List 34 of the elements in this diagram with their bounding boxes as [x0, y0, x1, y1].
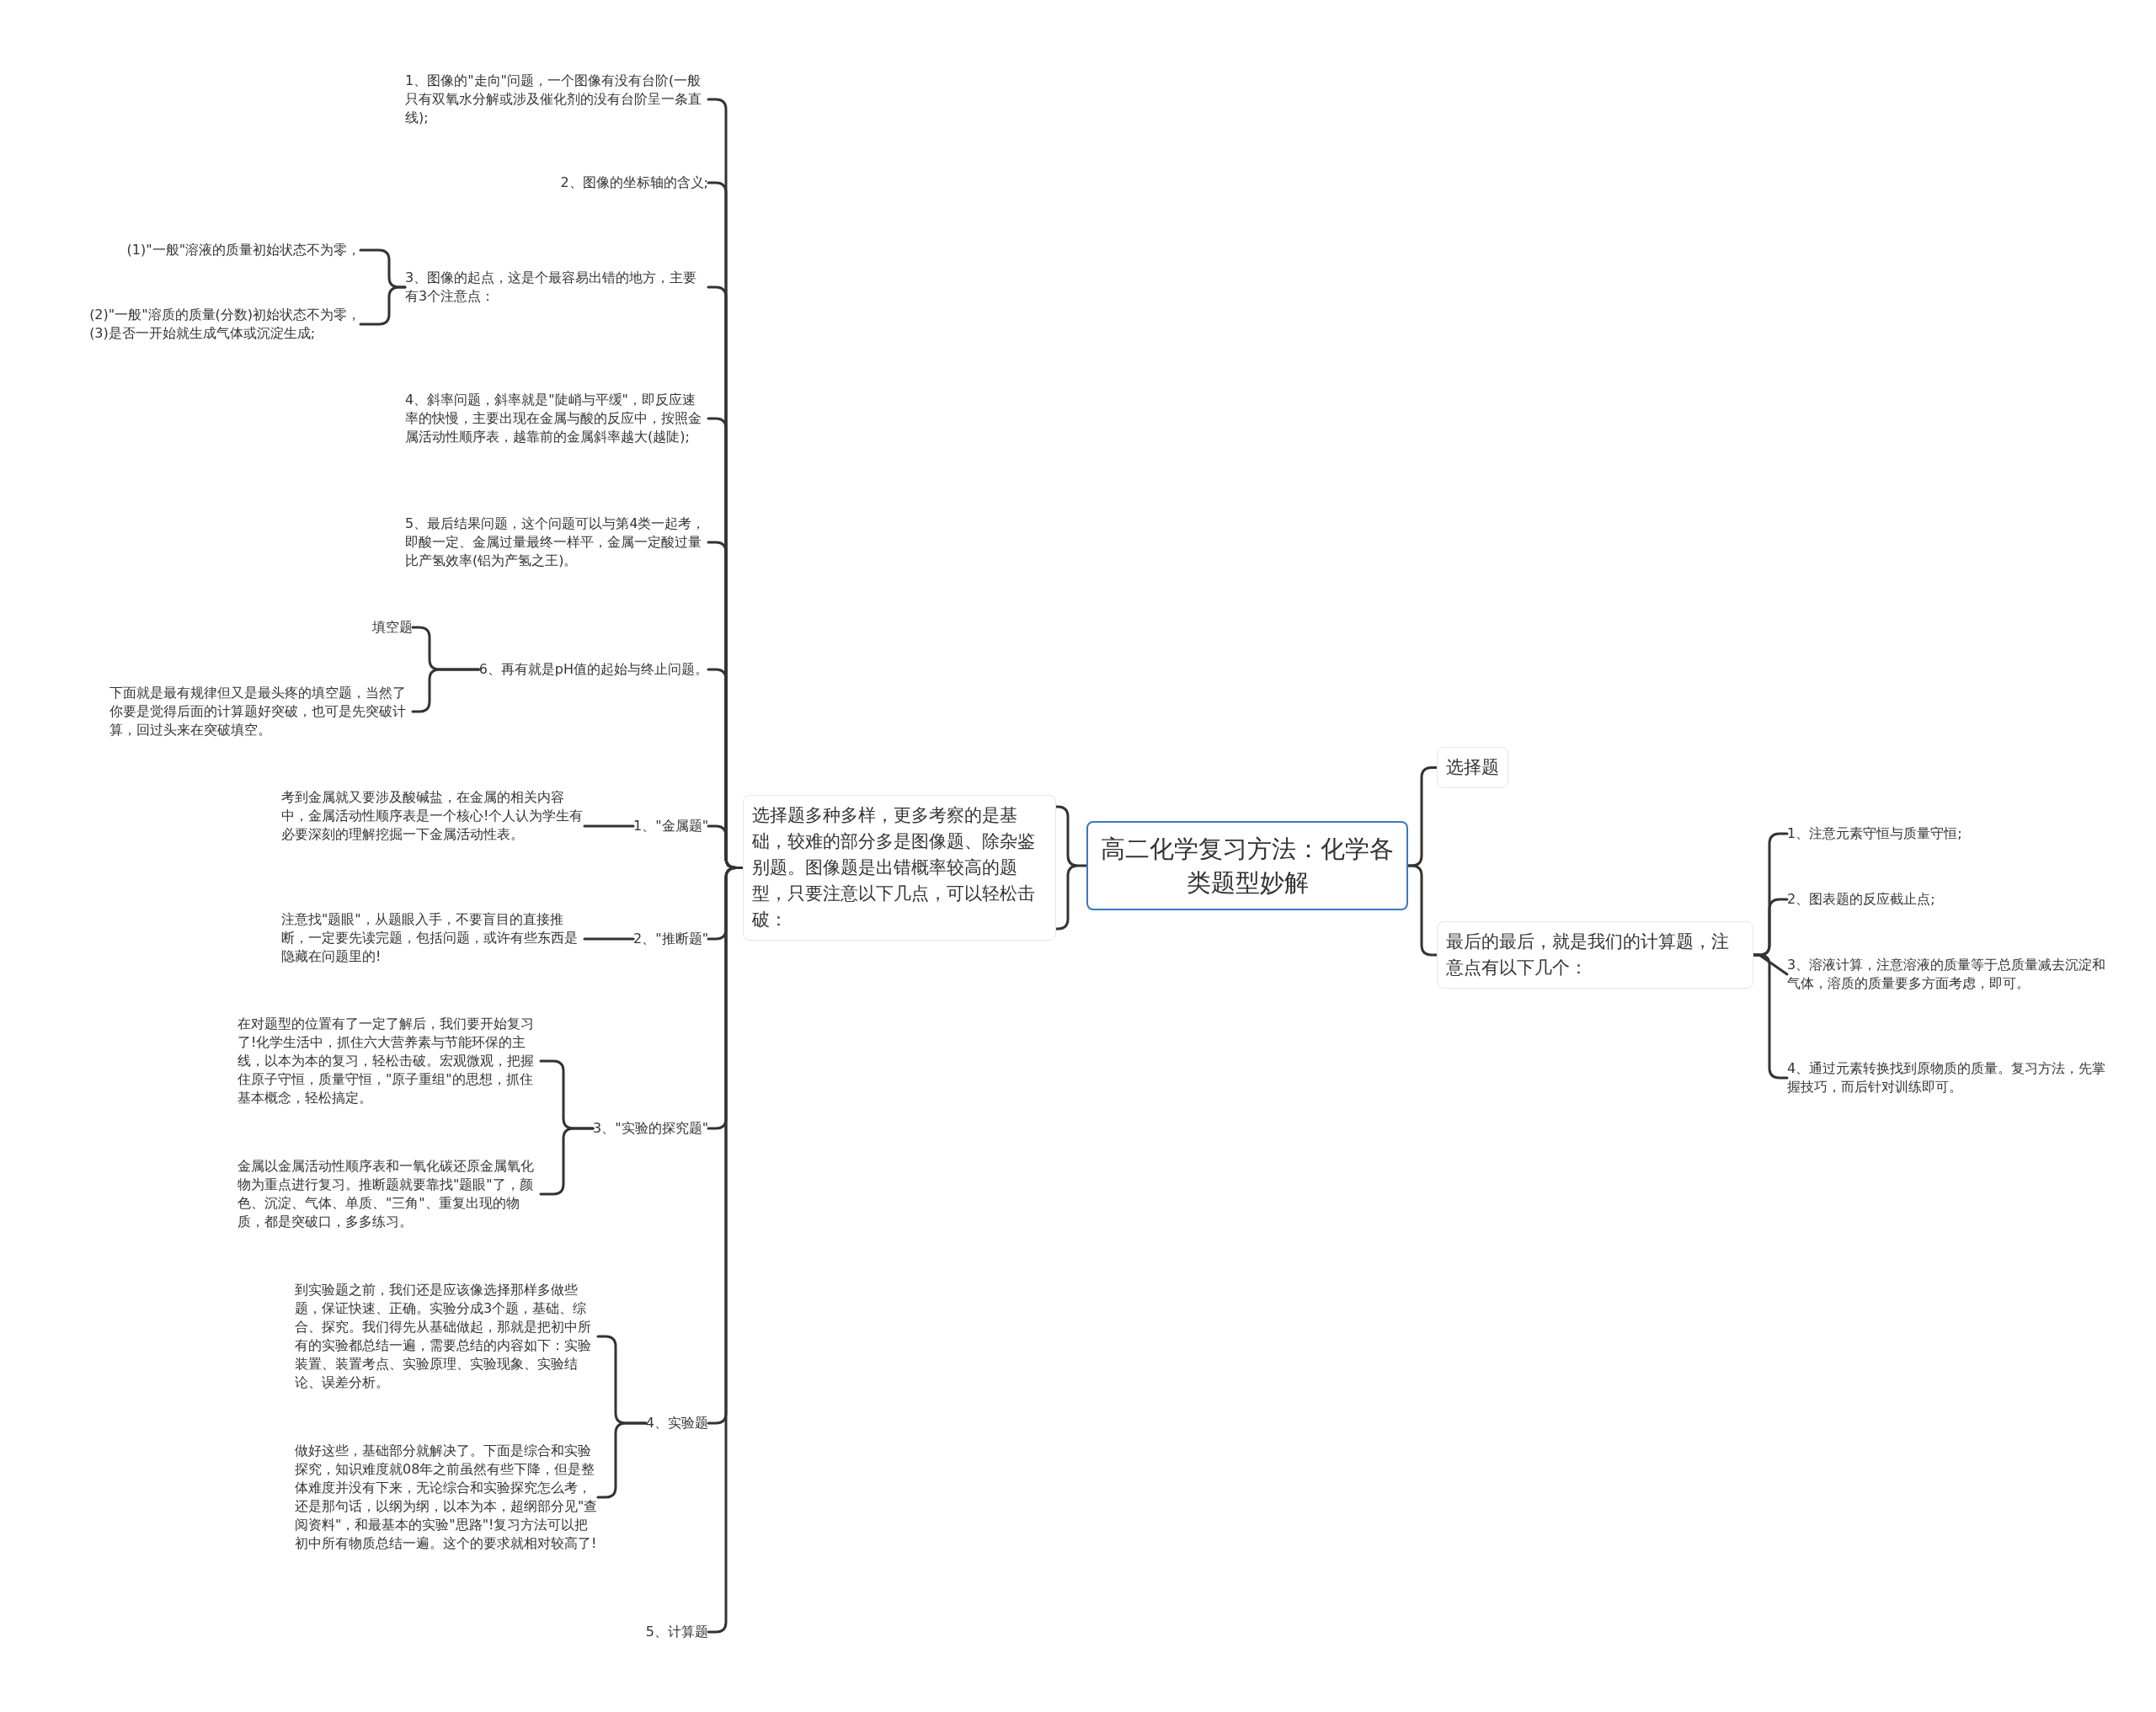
branch-text: 4、斜率问题，斜率就是"陡峭与平缓"，即反应速率的快慢，主要出现在金属与酸的反应中，按照金属活动性顺序表，越靠前的金属斜率越大(越陡); [405, 391, 708, 446]
branch-text: 5、最后结果问题，这个问题可以与第4类一起考，即酸一定、金属过量最终一样平，金属一定酸过量比产氢效率(铝为产氢之王)。 [405, 515, 708, 570]
branch-text: 3、图像的起点，这是个最容易出错的地方，主要有3个注意点： [405, 269, 708, 306]
branch-text: 1、"金属题" [633, 817, 708, 835]
brace-connector [1054, 805, 1088, 931]
topic-box: 选择题多种多样，更多考察的是基础，较难的部分多是图像题、除杂鉴别题。图像题是出错概率较高的题型，只要注意以下几点，可以轻松击破： [743, 795, 1056, 941]
branch-text: 3、溶液计算，注意溶液的质量等于总质量减去沉淀和气体，溶质的质量要多方面考虑，即可。 [1787, 956, 2116, 993]
branch-text: 2、"推断题" [633, 930, 708, 948]
branch-text: 1、注意元素守恒与质量守恒; [1787, 824, 1962, 843]
brace-connector [1752, 953, 1789, 1080]
branch-text: 4、通过元素转换找到原物质的质量。复习方法，先掌握技巧，而后针对训练即可。 [1787, 1059, 2116, 1096]
branch-text: (1)"一般"溶液的质量初始状态不为零， [126, 241, 360, 259]
branch-text: 下面就是最有规律但又是最头疼的填空题，当然了你要是觉得后面的计算题好突破，也可是先突破计算，回过头来在突破填空。 [109, 684, 413, 739]
branch-text: 3、"实验的探究题" [593, 1119, 708, 1138]
branch-text: 在对题型的位置有了一定了解后，我们要开始复习了!化学生活中，抓住六大营养素与节能环保的主线，以本为本的复习，轻松击破。宏观微观，把握住原子守恒，质量守恒，"原子重组"的思想，抓住基本概念，轻松搞定。 [237, 1015, 541, 1107]
branch-text: 考到金属就又要涉及酸碱盐，在金属的相关内容中，金属活动性顺序表是一个核心!个人认为学生有必要深刻的理解挖掘一下金属活动性表。 [281, 788, 584, 844]
branch-text: (2)"一般"溶质的质量(分数)初始状态不为零， (3)是否一开始就生成气体或沉淀生成; [89, 306, 360, 343]
topic-box: 最后的最后，就是我们的计算题，注意点有以下几个： [1437, 921, 1753, 989]
brace-connector [1406, 864, 1438, 957]
connector-line [583, 824, 635, 828]
branch-text: 到实验题之前，我们还是应该像选择那样多做些题，保证快速、正确。实验分成3个题，基础、综合、探究。我们得先从基础做起，那就是把初中所有的实验都总结一遍，需要总结的内容如下：实验装置、装置考点、实验原理、实验现象、实验结论、误差分析。 [295, 1281, 598, 1392]
branch-text: 4、实验题 [645, 1414, 708, 1432]
branch-text: 2、图像的坐标轴的含义; [560, 173, 708, 192]
branch-text: 注意找"题眼"，从题眼入手，不要盲目的直接推断，一定要先读完题，包括问题，或许有些东西是隐藏在问题里的! [281, 910, 584, 966]
branch-text: 2、图表题的反应截止点; [1787, 890, 1935, 909]
branch-text: 1、图像的"走向"问题，一个图像有没有台阶(一般只有双氧水分解或涉及催化剂的没有台阶呈一条直线); [405, 72, 708, 127]
branch-text: 6、再有就是pH值的起始与终止问题。 [478, 660, 708, 679]
topic-box: 选择题 [1437, 747, 1508, 788]
central-topic-box: 高二化学复习方法：化学各类题型妙解 [1086, 821, 1408, 910]
branch-text: 5、计算题 [645, 1623, 708, 1641]
branch-text: 填空题 [372, 618, 413, 637]
branch-text: 做好这些，基础部分就解决了。下面是综合和实验探究，知识难度就08年之前虽然有些下降，但是整体难度并没有下来，无论综合和实验探究怎么考，还是那句话，以纲为纲，以本为本，超纲部分见"查阅资料"，和最基本的实验"思路"!复习方法可以把初中所有物质总结一遍。这个的要求就相对较高了! [295, 1442, 598, 1553]
branch-text: 金属以金属活动性顺序表和一氧化碳还原金属氧化物为重点进行复习。推断题就要靠找"题眼"了，颜色、沉淀、气体、单质、"三角"、重复出现的物质，都是突破口，多多练习。 [237, 1157, 541, 1231]
connector-line [583, 937, 635, 941]
